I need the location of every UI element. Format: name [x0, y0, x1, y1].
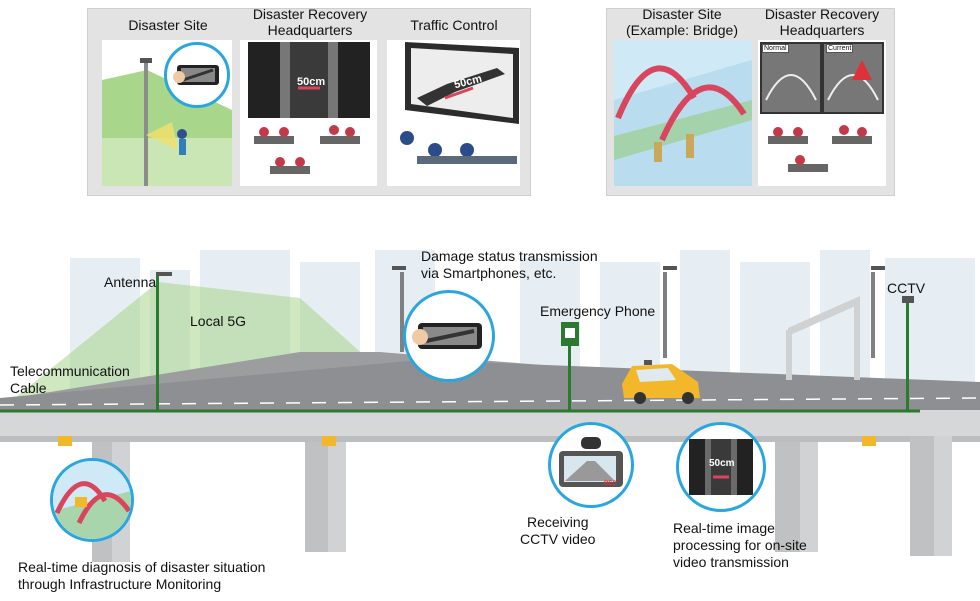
local5g-label: Local 5G	[190, 313, 247, 329]
telecom-label-line1: Telecommunication	[10, 363, 130, 379]
traffic-illustration	[387, 40, 520, 186]
damage-label-line2: via Smartphones, etc.	[421, 265, 557, 281]
traffic-label: Traffic Control	[410, 17, 498, 33]
current-tag: Current	[826, 44, 854, 53]
dashcam-callout	[548, 422, 634, 508]
receiving-label-line1: Receiving	[527, 514, 589, 530]
image-processing-callout	[676, 422, 766, 512]
normal-tag: Normal	[762, 44, 789, 53]
realtime-label-line1: Real-time image	[673, 520, 775, 536]
hq-crack-width-text: 50cm	[297, 76, 326, 88]
bridge-hq-illustration	[758, 40, 886, 186]
bridge-site-label-line1: Disaster Site	[642, 6, 722, 22]
site-phone-callout	[164, 42, 230, 108]
telecom-label-line2: Cable	[10, 380, 47, 396]
rec-tag: REC	[604, 481, 617, 487]
antenna-label: Antenna	[104, 274, 157, 290]
hq-label-line2: Headquarters	[267, 22, 353, 38]
realtime-label-line3: video transmission	[673, 554, 789, 570]
bridge-monitoring-callout	[50, 458, 134, 542]
realtime-crack-width-text: 50cm	[709, 458, 735, 469]
receiving-label-line2: CCTV video	[520, 531, 596, 547]
realtime-label-line2: processing for on-site	[673, 537, 807, 553]
hq-illustration	[240, 40, 377, 186]
site-label: Disaster Site	[128, 17, 208, 33]
bridge-site-illustration	[614, 40, 752, 186]
diagnosis-label-line1: Real-time diagnosis of disaster situatio…	[18, 559, 266, 575]
cctv-label: CCTV	[887, 280, 926, 296]
diagnosis-label-line2: through Infrastructure Monitoring	[18, 576, 222, 592]
hq-label-line1: Disaster Recovery	[252, 6, 368, 22]
damage-label-line1: Damage status transmission	[421, 248, 598, 264]
smartphone-callout	[403, 290, 495, 382]
emergency-phone-label: Emergency Phone	[540, 303, 656, 319]
bridge-hq-label-line2: Headquarters	[779, 22, 865, 38]
bridge-site-label-line2: (Example: Bridge)	[625, 22, 739, 38]
bridge-hq-label-line1: Disaster Recovery	[764, 6, 880, 22]
